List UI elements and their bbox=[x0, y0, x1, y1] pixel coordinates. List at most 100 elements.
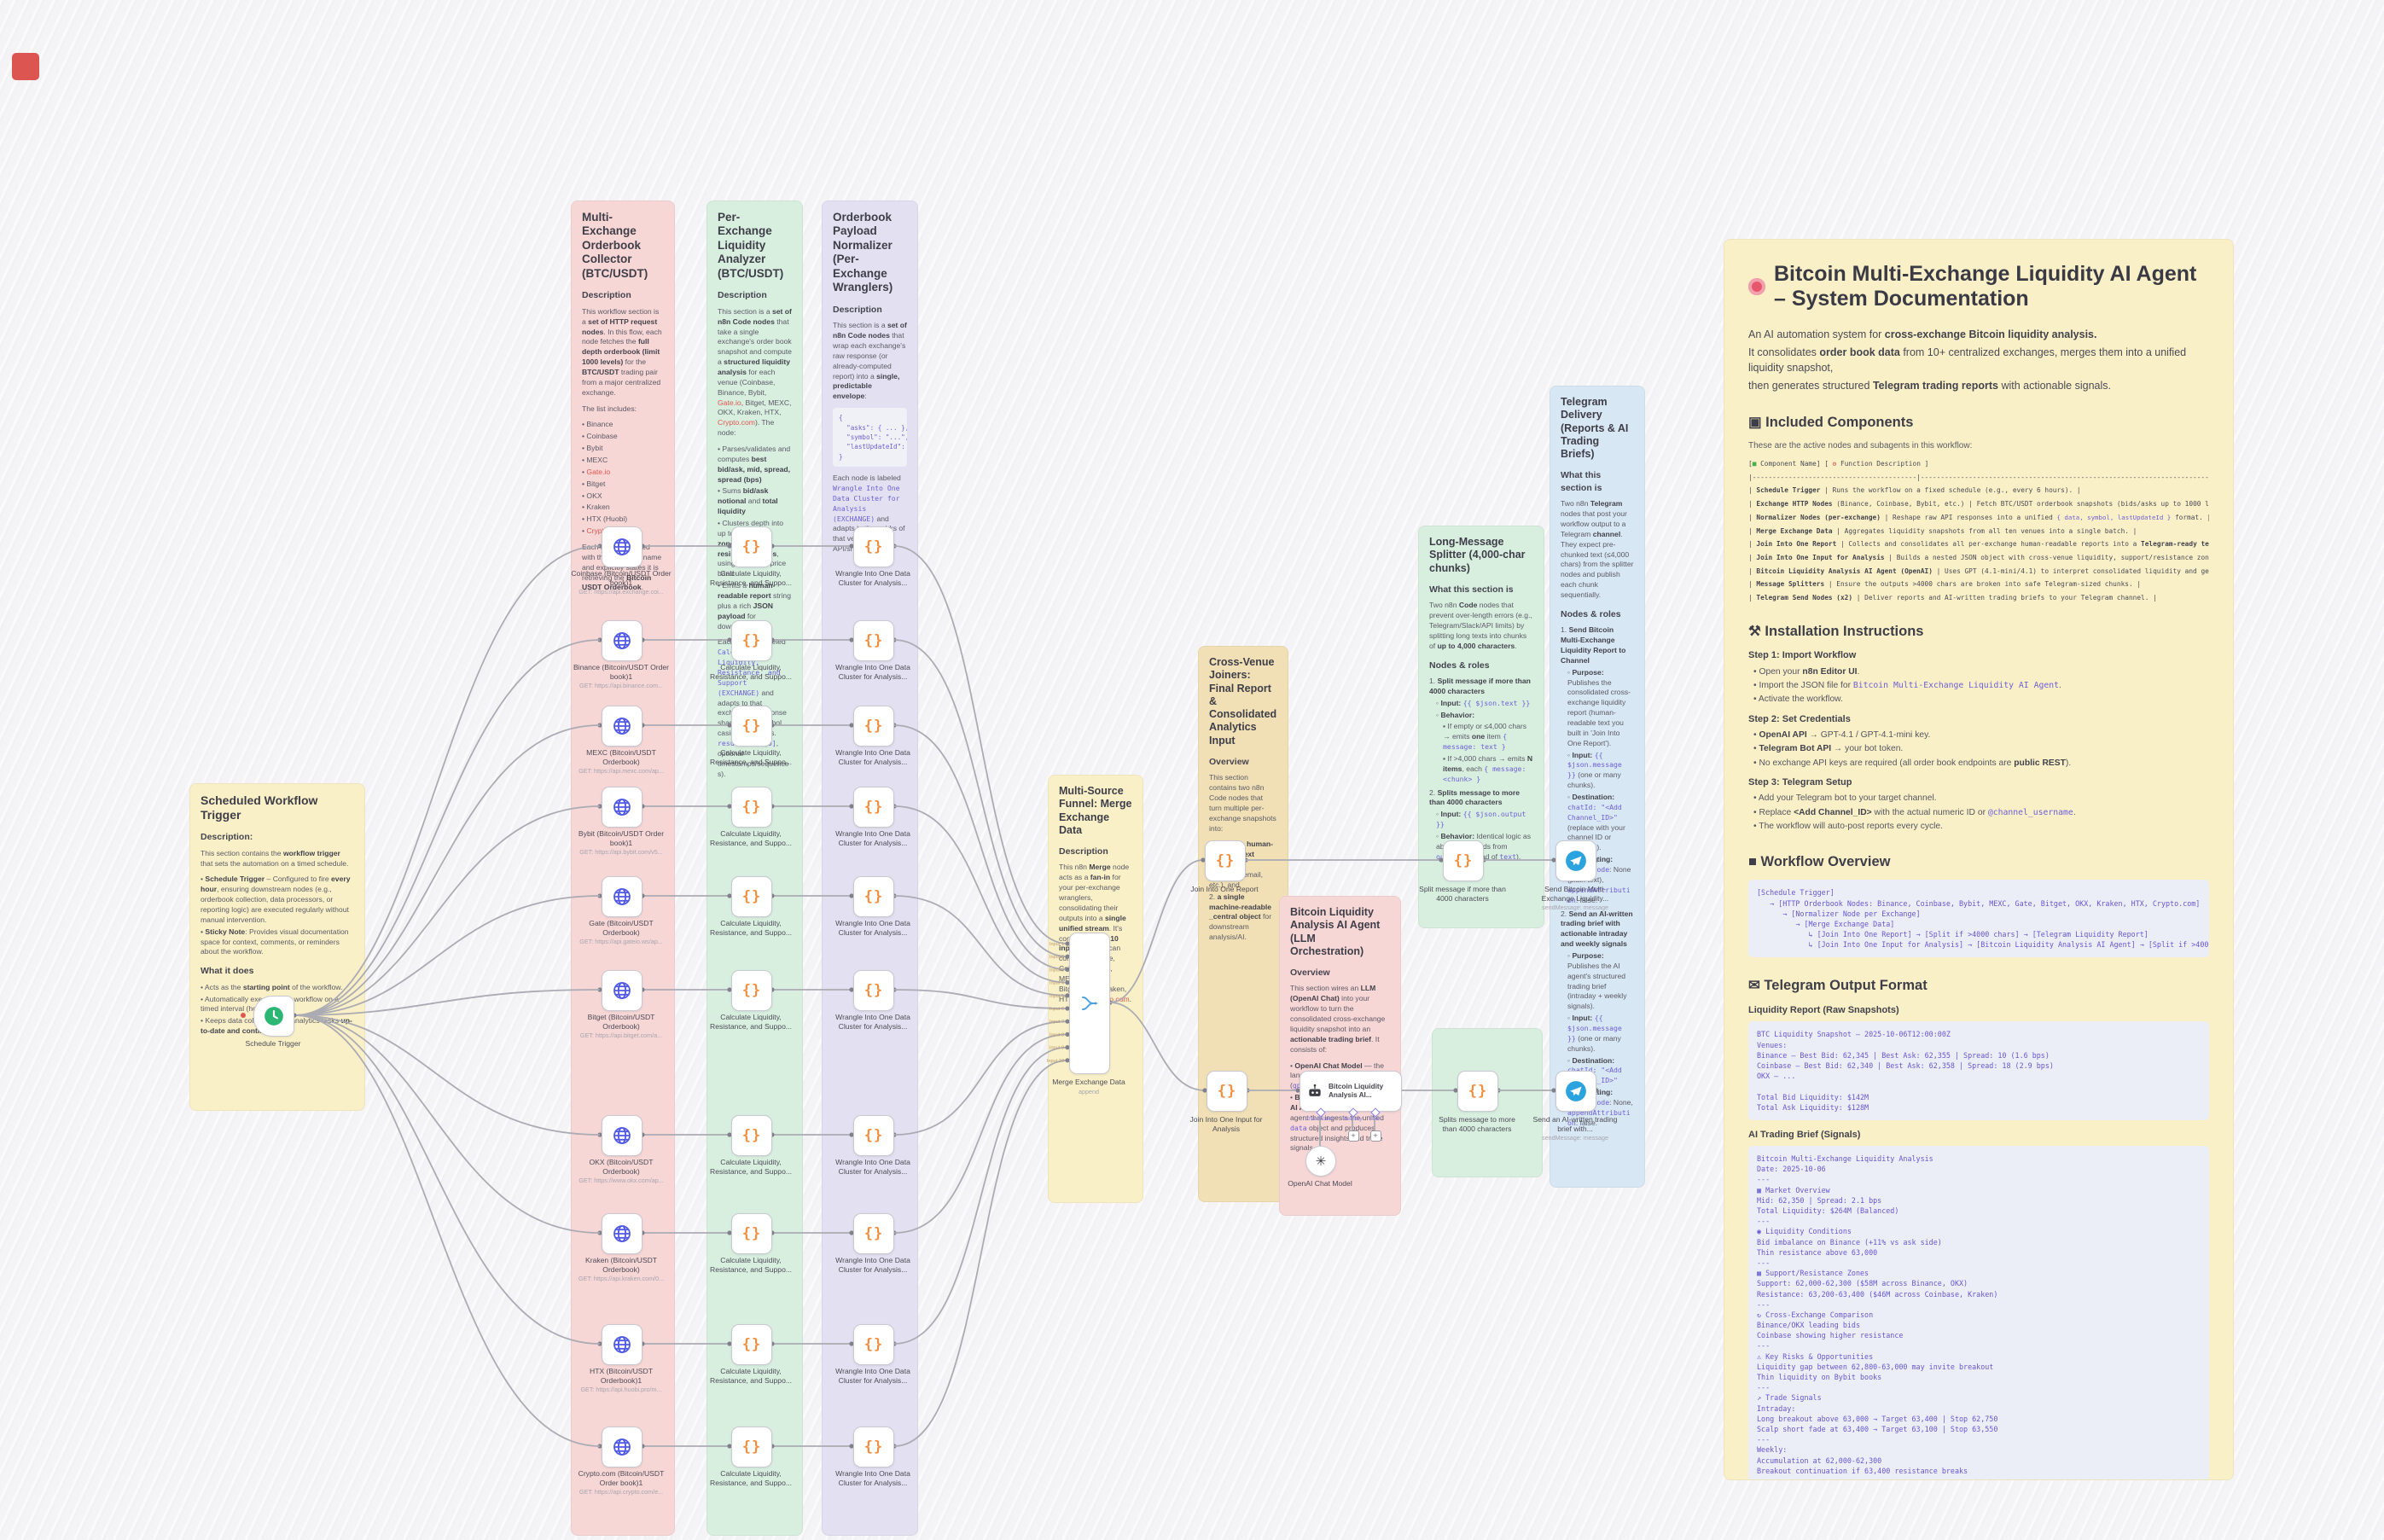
text-block: • HTX (Huobi) bbox=[582, 514, 628, 524]
text-block: What this section is bbox=[1429, 584, 1514, 595]
code-node-wrangle-2[interactable]: {} bbox=[853, 620, 894, 661]
sticky-telegram-delivery[interactable]: Telegram Delivery (Reports & AI Trading … bbox=[1550, 386, 1645, 1188]
globe-icon bbox=[612, 1437, 632, 1457]
text-block: ◦ Input: {{ $json.text }} bbox=[1436, 698, 1531, 707]
http-node-6[interactable] bbox=[602, 970, 643, 1011]
merge-icon bbox=[1079, 993, 1100, 1014]
text-block: ◦ Input: {{ $json.message }} (one or man… bbox=[1567, 750, 1622, 790]
telegram-node-report[interactable] bbox=[1555, 840, 1596, 881]
code-node-calc-9[interactable]: {} bbox=[731, 1324, 772, 1365]
code-node-wrangle-6[interactable]: {} bbox=[853, 970, 894, 1011]
text-block: • Replace <Add Channel_ID> with the actu… bbox=[1753, 807, 2076, 817]
text-block: ■ Workflow Overview bbox=[1748, 853, 1891, 869]
join-analysis-node[interactable]: {} bbox=[1207, 1071, 1247, 1112]
code-node-wrangle-10[interactable]: {} bbox=[853, 1427, 894, 1467]
ai-agent-node[interactable]: Bitcoin Liquidity Analysis AI... bbox=[1300, 1071, 1402, 1112]
http-node-9[interactable] bbox=[602, 1324, 643, 1365]
text-block: 1. Send Bitcoin Multi-Exchange Liquidity… bbox=[1561, 625, 1626, 665]
code-node-calc-2[interactable]: {} bbox=[731, 620, 772, 661]
split-message-node-1[interactable]: {} bbox=[1443, 840, 1484, 881]
code-icon: {} bbox=[863, 718, 884, 735]
wrangle-node-label: Wrangle Into One Data Cluster for Analys… bbox=[835, 1367, 910, 1385]
text-block: 2. Splits message to more than 4000 char… bbox=[1429, 787, 1521, 807]
code-node-calc-8[interactable]: {} bbox=[731, 1213, 772, 1254]
text-block: • Add your Telegram bot to your target c… bbox=[1753, 793, 1937, 804]
code-node-wrangle-3[interactable]: {} bbox=[853, 706, 894, 747]
sticky-title: Orderbook Payload Normalizer (Per-Exchan… bbox=[833, 211, 893, 294]
openai-chat-model-node[interactable]: ✳ bbox=[1305, 1146, 1336, 1177]
code-node-wrangle-5[interactable]: {} bbox=[853, 876, 894, 917]
sticky-system-documentation[interactable]: Bitcoin Multi-Exchange Liquidity AI Agen… bbox=[1724, 239, 2234, 1480]
sticky-title: Long-Message Splitter (4,000-char chunks… bbox=[1429, 536, 1526, 574]
telegram-node-brief[interactable] bbox=[1555, 1071, 1596, 1112]
merge-node[interactable] bbox=[1069, 933, 1110, 1074]
text-block: This section wires an LLM (OpenAI Chat) … bbox=[1290, 984, 1386, 1054]
code-node-wrangle-8[interactable]: {} bbox=[853, 1213, 894, 1254]
text-block: • Parses/validates and computes best bid… bbox=[718, 445, 791, 484]
http-node-label: Bitget (Bitcoin/USDT Orderbook)GET: http… bbox=[579, 1013, 663, 1040]
text-block: Nodes & roles bbox=[1561, 608, 1621, 619]
text-block: Overview bbox=[1209, 756, 1249, 767]
text-block: 1. Split message if more than 4000 chara… bbox=[1429, 677, 1531, 695]
globe-icon bbox=[612, 886, 632, 907]
http-node-label: MEXC (Bitcoin/USDT Orderbook)GET: https:… bbox=[579, 748, 664, 776]
sticky-title: Telegram Delivery (Reports & AI Trading … bbox=[1561, 396, 1629, 460]
offcanvas-red-sticky[interactable] bbox=[12, 53, 39, 80]
http-node-5[interactable] bbox=[602, 876, 643, 917]
code-node-calc-1[interactable]: {} bbox=[731, 526, 772, 567]
code-node-wrangle-7[interactable]: {} bbox=[853, 1115, 894, 1156]
code-node-calc-5[interactable]: {} bbox=[731, 876, 772, 917]
openai-chat-model-label: OpenAI Chat Model bbox=[1288, 1179, 1352, 1188]
code-icon: {} bbox=[741, 982, 762, 999]
code-icon: {} bbox=[741, 799, 762, 816]
text-block: Two n8n Code nodes that prevent over-len… bbox=[1429, 601, 1532, 650]
sticky-ai-agent[interactable]: Bitcoin Liquidity Analysis AI Agent (LLM… bbox=[1279, 896, 1401, 1216]
sticky-liquidity-analyzer[interactable]: Per-Exchange Liquidity Analyzer (BTC/USD… bbox=[706, 200, 803, 1536]
text-block: • Acts as the starting point of the work… bbox=[201, 982, 343, 991]
text-block: |---------------------------------------… bbox=[1748, 473, 2209, 481]
text-block: ⚒ Installation Instructions bbox=[1748, 623, 1924, 639]
code-node-calc-10[interactable]: {} bbox=[731, 1427, 772, 1467]
code-node-calc-6[interactable]: {} bbox=[731, 970, 772, 1011]
join-report-node[interactable]: {} bbox=[1205, 840, 1246, 881]
text-block: | Join Into One Report | Collects and co… bbox=[1748, 540, 2209, 549]
sticky-body: What this section is Two n8n Code nodes t… bbox=[1429, 584, 1533, 863]
http-node-2[interactable] bbox=[602, 620, 643, 661]
calc-node-label: Calculate Liquidity, Resistance, and Sup… bbox=[709, 569, 793, 587]
schedule-trigger-node[interactable] bbox=[253, 996, 294, 1037]
http-node-1[interactable] bbox=[602, 526, 643, 567]
code-node-wrangle-1[interactable]: {} bbox=[853, 526, 894, 567]
http-node-3[interactable] bbox=[602, 706, 643, 747]
calc-node-label: Calculate Liquidity, Resistance, and Sup… bbox=[709, 1469, 793, 1487]
code-node-wrangle-9[interactable]: {} bbox=[853, 1324, 894, 1365]
code-node-calc-4[interactable]: {} bbox=[731, 787, 772, 828]
code-icon: {} bbox=[863, 799, 884, 816]
code-node-wrangle-4[interactable]: {} bbox=[853, 787, 894, 828]
code-icon: {} bbox=[741, 1438, 762, 1456]
text-block: • Import the JSON file for Bitcoin Multi… bbox=[1753, 680, 2061, 690]
globe-icon bbox=[612, 716, 632, 736]
text-block: | Message Splitters | Ensure the outputs… bbox=[1748, 580, 2142, 589]
text-block: What it does bbox=[201, 966, 254, 977]
sticky-scheduled-trigger[interactable]: Scheduled Workflow Trigger Description:T… bbox=[189, 783, 365, 1111]
code-node-calc-7[interactable]: {} bbox=[731, 1115, 772, 1156]
text-block: [■ Component Name] [ ⚙ Function Descript… bbox=[1748, 460, 1929, 468]
doc-body: An AI automation system for cross-exchan… bbox=[1748, 327, 2209, 1479]
text-block: 2. Send an AI-written trading brief with… bbox=[1561, 909, 1633, 949]
http-node-10[interactable] bbox=[602, 1427, 643, 1467]
http-node-4[interactable] bbox=[602, 787, 643, 828]
memory-plus-icon[interactable]: + bbox=[1347, 1130, 1359, 1142]
http-node-7[interactable] bbox=[602, 1115, 643, 1156]
text-block: then generates structured Telegram tradi… bbox=[1748, 380, 2111, 392]
text-block: ◦ Behavior: bbox=[1436, 710, 1475, 719]
wrangle-node-label: Wrangle Into One Data Cluster for Analys… bbox=[835, 829, 910, 847]
code-node-calc-3[interactable]: {} bbox=[731, 706, 772, 747]
text-block: Overview bbox=[1290, 968, 1330, 978]
tool-plus-icon[interactable]: + bbox=[1369, 1130, 1381, 1142]
sticky-title: Cross-Venue Joiners: Final Report & Cons… bbox=[1209, 656, 1277, 747]
http-node-8[interactable] bbox=[602, 1213, 643, 1254]
split-message-node-2[interactable]: {} bbox=[1457, 1071, 1498, 1112]
